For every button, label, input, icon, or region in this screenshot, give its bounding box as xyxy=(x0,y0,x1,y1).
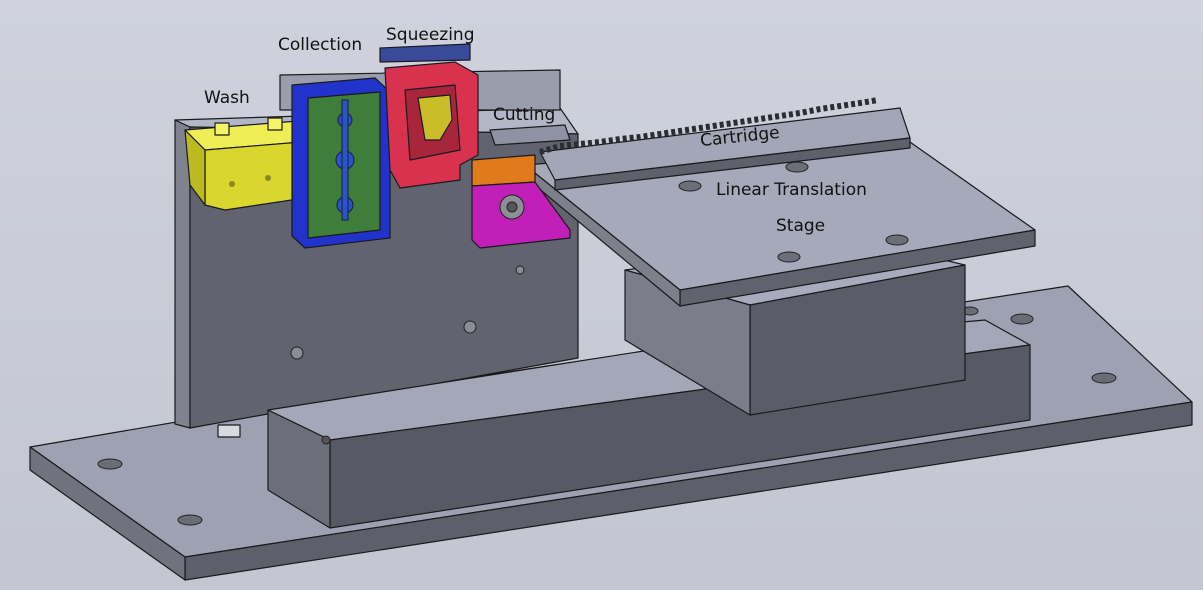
cutting-module xyxy=(471,124,571,249)
squeezing-module xyxy=(379,43,479,189)
label-stage-line2: Stage xyxy=(776,216,826,236)
label-collection: Collection xyxy=(278,35,363,55)
label-squeezing: Squeezing xyxy=(386,25,475,45)
cartridge xyxy=(539,97,911,191)
small-clip xyxy=(217,424,241,438)
label-cutting: Cutting xyxy=(493,105,556,125)
label-stage-line1: Linear Translation xyxy=(716,180,867,200)
label-wash: Wash xyxy=(204,88,250,108)
collection-module xyxy=(291,77,391,249)
